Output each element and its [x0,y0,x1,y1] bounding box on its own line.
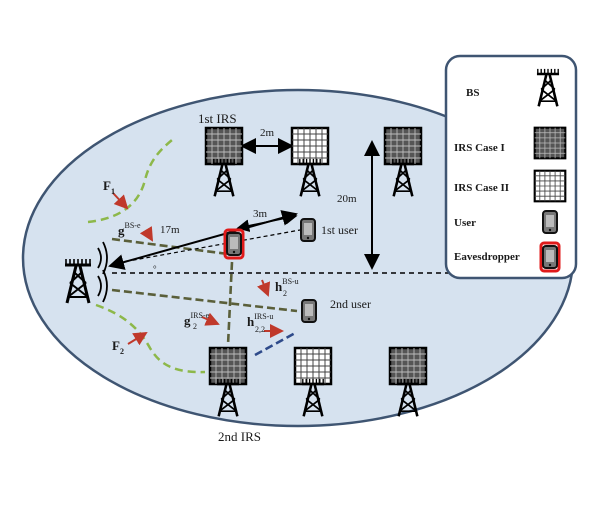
f1-pointer [112,192,129,210]
h2-pointer [257,279,271,297]
g2-symbol: gIRS-e [184,311,210,328]
legend-label-irs-case2: IRS Case II [454,182,509,194]
h22-symbol: hIRS-u [247,312,273,329]
irs2-eve-link [226,261,234,346]
legend-eavesdropper-phone-icon [539,241,561,273]
irs2-user2-link [254,330,298,357]
h2-symbol: hBS-u [275,277,299,294]
legend-user-phone-icon [542,210,558,234]
user1-phone-icon [300,218,316,242]
bs-user2-link [111,288,298,313]
f1-symbol: F1 [103,178,115,196]
eavesdropper-phone-icon [223,228,245,260]
distance-3m-label: 3m [253,208,268,220]
h22-sub: 2,2 [255,325,265,334]
distance-3m-arrow [236,212,298,232]
irs1-label: 1st IRS [198,111,237,126]
g1-pointer [139,226,154,242]
f2-symbol: F2 [112,338,124,356]
angle-label: ° [153,264,157,274]
legend-label-user: User [454,217,476,229]
legend-irs-light-icon [533,169,567,203]
h2-sub: 2 [283,289,287,298]
g2-pointer [201,312,220,326]
distance-2m-label: 2m [260,127,275,139]
legend-label-irs-case1: IRS Case I [454,142,505,154]
legend-label-bs: BS [466,87,479,99]
legend-irs-dark-icon [533,126,567,160]
distance-17m-label: 17m [160,224,180,236]
distance-20m-label: 20m [337,193,357,205]
channel-f2-curve [95,303,206,374]
legend-label-eavesdropper: Eavesdropper [454,251,520,263]
f2-pointer [127,331,148,346]
user1-label: 1st user [321,223,358,237]
base-station [63,241,108,305]
user2-phone-icon [301,299,317,323]
g1-symbol: gBS-e [118,221,141,238]
legend-panel: BS IRS Case I IRS Case II User Eavesdrop… [444,54,578,280]
channel-f1-curve [87,139,173,224]
g2-sub: 2 [193,322,197,331]
irs2-label: 2nd IRS [218,429,261,444]
user2-label: 2nd user [330,297,371,311]
